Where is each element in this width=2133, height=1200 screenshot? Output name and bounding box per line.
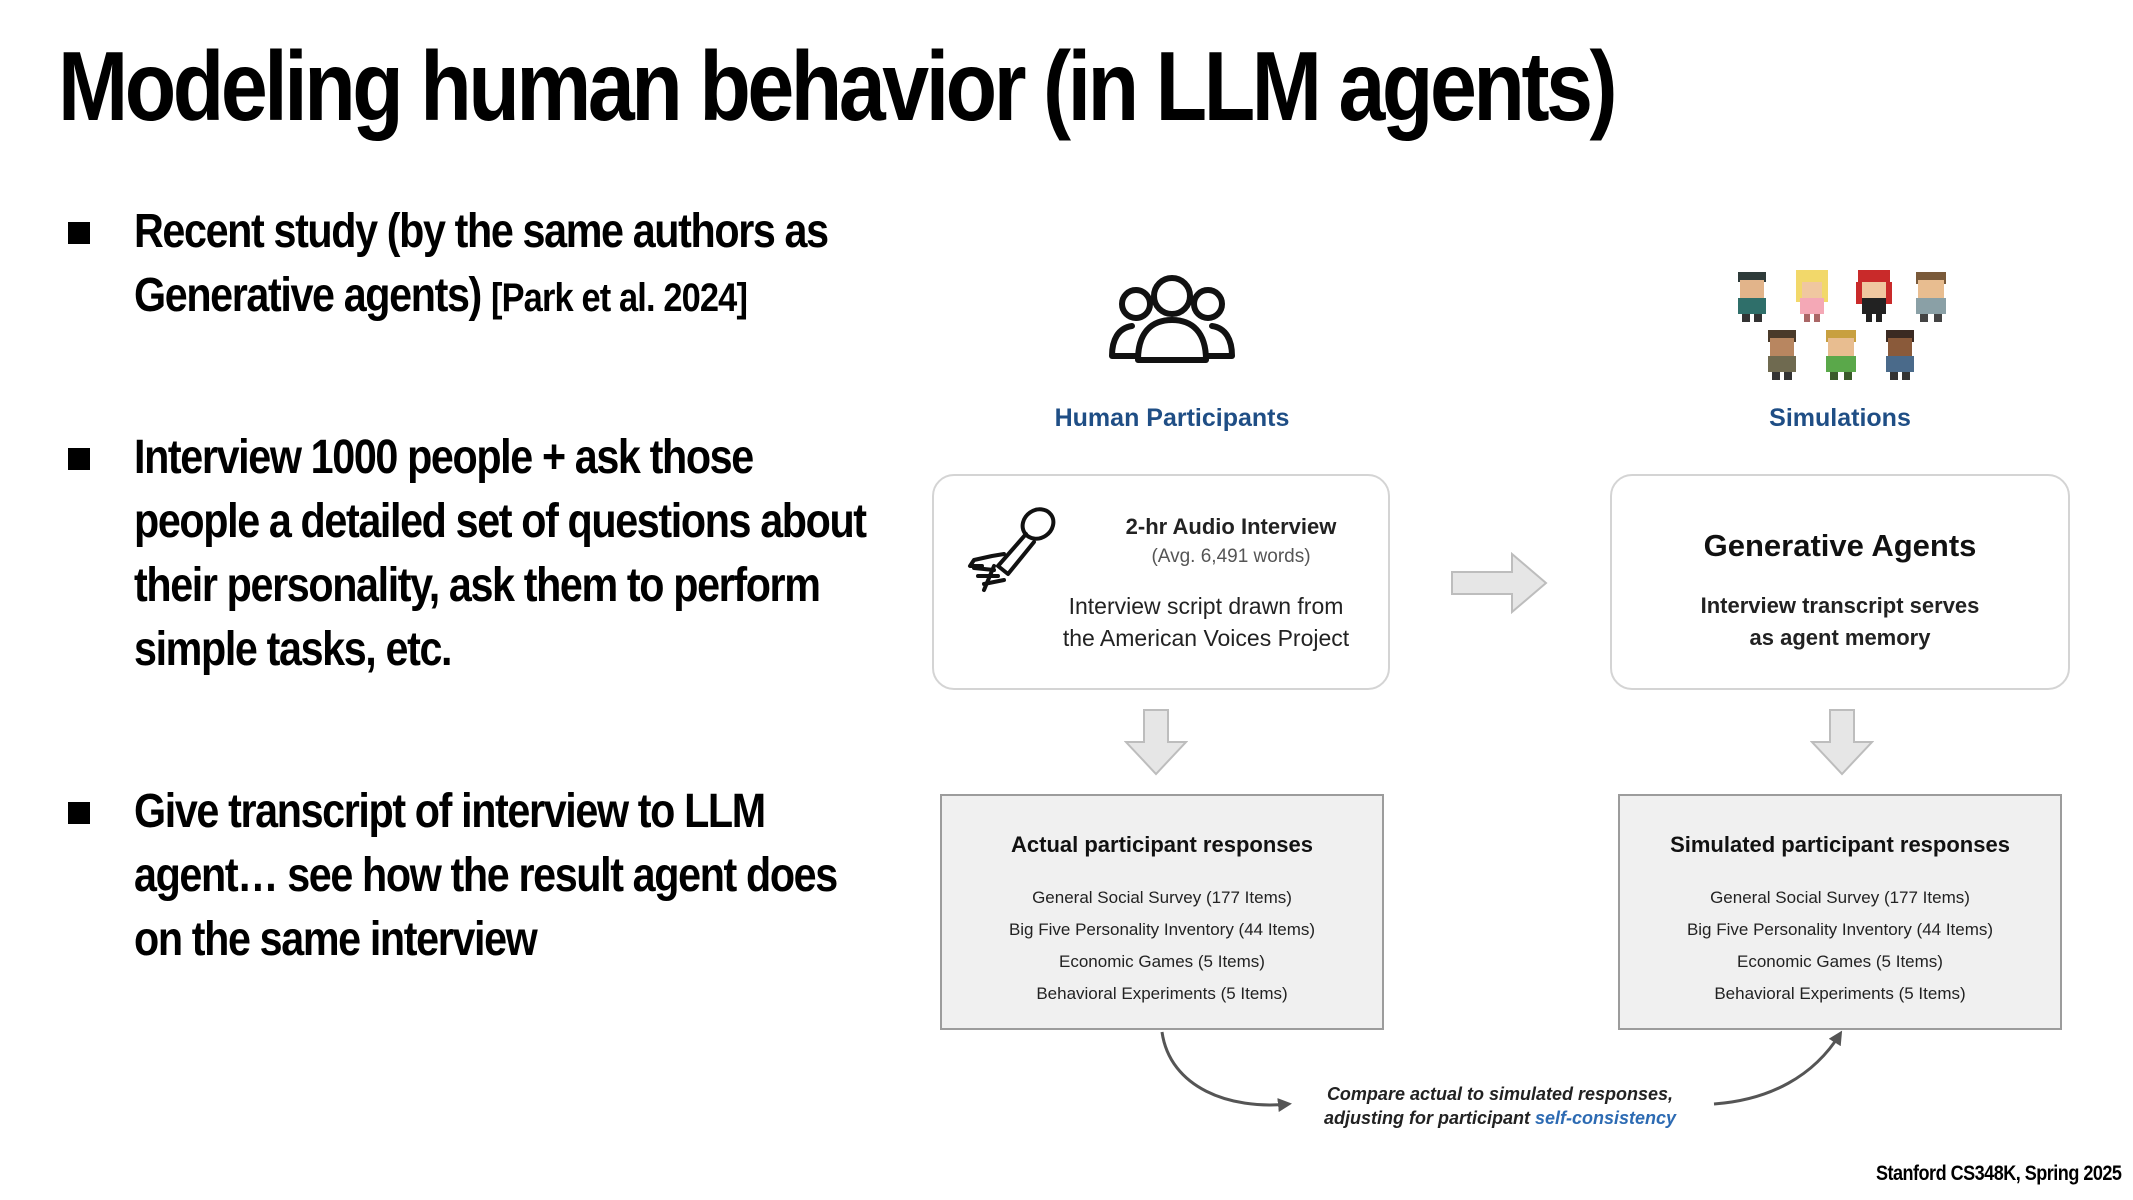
- simulations-label: Simulations: [1769, 404, 1911, 432]
- left-curve-arrow: [1160, 1031, 1292, 1112]
- interview-description: Interview script drawn from the American…: [1034, 590, 1378, 654]
- slide-title: Modeling human behavior (in LLM agents): [58, 31, 1618, 141]
- actual-responses-items: General Social Survey (177 Items) Big Fi…: [942, 882, 1382, 1010]
- actual-item: General Social Survey (177 Items): [1032, 888, 1292, 907]
- compare-line-2-prefix: adjusting for participant: [1323, 1108, 1535, 1128]
- simulated-item: Big Five Personality Inventory (44 Items…: [1686, 920, 1994, 939]
- generative-agents-box: Generative Agents Interview transcript s…: [1610, 474, 2070, 690]
- simulated-item: Behavioral Experiments (5 Items): [1714, 984, 1966, 1003]
- actual-item: Behavioral Experiments (5 Items): [1036, 984, 1288, 1003]
- actual-item: Economic Games (5 Items): [1059, 952, 1265, 971]
- footer-course: Stanford CS348K, Spring 2025: [1875, 1162, 2121, 1185]
- right-curve-arrow: [1713, 1030, 1843, 1106]
- bullet-1-line-2: Generative agents) [Park et al. 2024]: [134, 264, 925, 330]
- down-arrow-left-icon: [1124, 709, 1188, 776]
- people-group-icon: [1109, 275, 1235, 363]
- self-consistency-highlight: self-consistency: [1534, 1108, 1677, 1128]
- agents-line-1: Interview transcript serves: [1700, 593, 1980, 618]
- compare-line-1: Compare actual to simulated responses,: [1326, 1084, 1674, 1104]
- generative-agents-title: Generative Agents: [1703, 528, 1977, 563]
- bullet-2-text: Interview 1000 people + ask those people…: [134, 426, 925, 682]
- interview-line-2: the American Voices Project: [1062, 625, 1350, 651]
- actual-item: Big Five Personality Inventory (44 Items…: [1008, 920, 1316, 939]
- bullet-square-icon: [68, 222, 90, 244]
- bullet-3-line-3: on the same interview: [134, 913, 538, 966]
- agent-sprites-icon: [1738, 270, 1946, 380]
- sprite-7: [1886, 330, 1914, 380]
- interview-title: 2-hr Audio Interview: [1125, 514, 1337, 539]
- bullet-1-text: Recent study (by the same authors as Gen…: [134, 200, 925, 330]
- bullet-square-icon: [68, 448, 90, 470]
- bullet-2-line-3: their personality, ask them to perform: [134, 559, 821, 612]
- compare-caption: Compare actual to simulated responses, a…: [1290, 1082, 1710, 1130]
- bullet-2-line-2: people a detailed set of questions about: [134, 495, 867, 548]
- agents-line-2: as agent memory: [1749, 625, 1931, 650]
- simulated-responses-title: Simulated participant responses: [1670, 832, 2010, 857]
- sprite-1: [1738, 272, 1766, 322]
- right-arrow-icon: [1451, 552, 1548, 614]
- bullet-square-icon: [68, 802, 90, 824]
- microphone-hand-icon: [968, 507, 1056, 592]
- simulated-responses-items: General Social Survey (177 Items) Big Fi…: [1620, 882, 2060, 1010]
- sprite-3: [1856, 270, 1892, 322]
- simulated-item: General Social Survey (177 Items): [1710, 888, 1970, 907]
- sprite-6: [1826, 330, 1856, 380]
- simulated-responses-box: Simulated participant responses General …: [1618, 794, 2062, 1030]
- bullet-3-line-1: Give transcript of interview to LLM: [134, 785, 766, 838]
- actual-responses-box: Actual participant responses General Soc…: [940, 794, 1384, 1030]
- actual-responses-title: Actual participant responses: [1011, 832, 1313, 857]
- down-arrow-right-icon: [1810, 709, 1874, 776]
- interview-box: 2-hr Audio Interview (Avg. 6,491 words) …: [932, 474, 1390, 690]
- compare-line-2: adjusting for participant self-consisten…: [1290, 1106, 1710, 1130]
- sprite-4: [1916, 272, 1946, 322]
- bullet-2-line-1: Interview 1000 people + ask those: [134, 431, 754, 484]
- interview-line-1: Interview script drawn from: [1068, 593, 1344, 619]
- bullet-3-text: Give transcript of interview to LLM agen…: [134, 780, 925, 972]
- simulated-item: Economic Games (5 Items): [1737, 952, 1943, 971]
- human-participants-label: Human Participants: [1054, 404, 1290, 432]
- interview-subtitle: (Avg. 6,491 words): [1151, 546, 1311, 567]
- generative-agents-description: Interview transcript serves as agent mem…: [1612, 590, 2068, 654]
- bullet-1-line-1: Recent study (by the same authors as: [134, 205, 829, 258]
- sprite-2: [1796, 270, 1828, 322]
- bullet-1-line-2-text: Generative agents): [134, 269, 491, 322]
- bullet-3-line-2: agent… see how the result agent does: [134, 849, 838, 902]
- sprite-5: [1768, 330, 1796, 380]
- bullet-2-line-4: simple tasks, etc.: [134, 623, 453, 676]
- compare-curved-arrows: [1160, 1030, 1843, 1112]
- citation: [Park et al. 2024]: [490, 276, 748, 320]
